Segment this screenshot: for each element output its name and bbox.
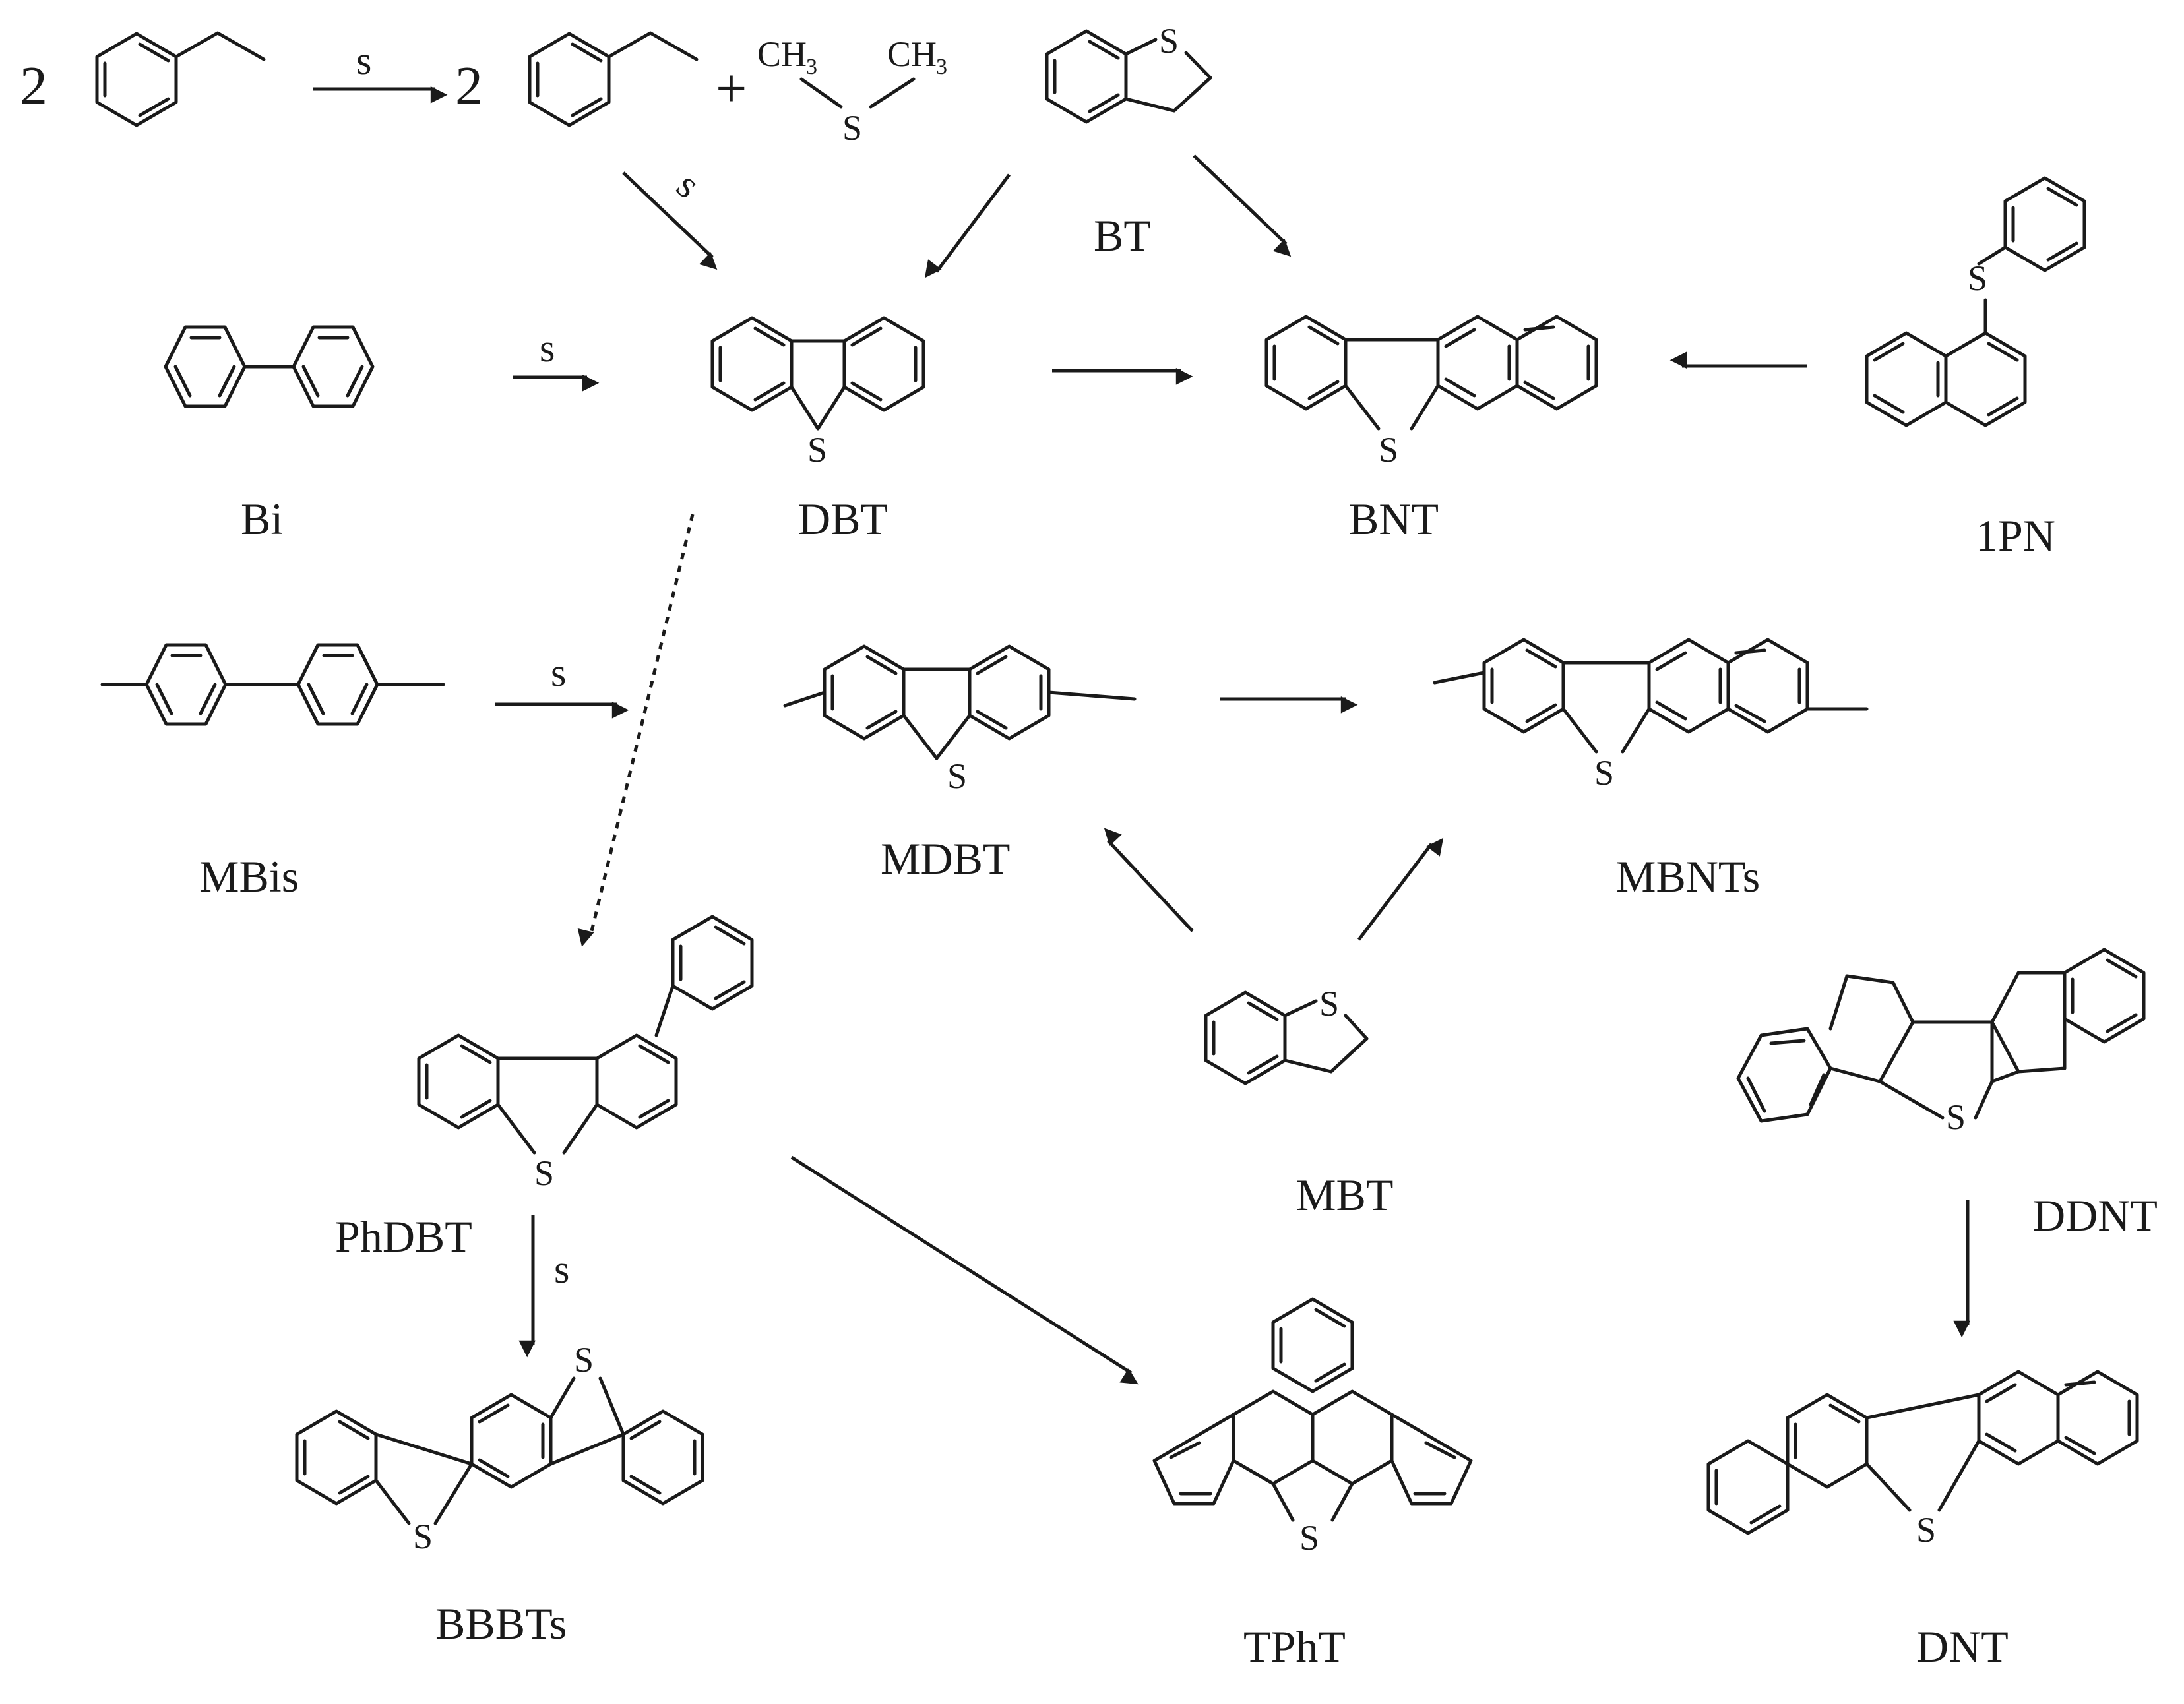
MBNTs-structure: S xyxy=(1433,638,1869,793)
dimethyl-sulfide: CH 3 CH 3 S xyxy=(757,34,947,148)
svg-text:S: S xyxy=(1946,1097,1966,1137)
svg-text:S: S xyxy=(534,1153,554,1193)
label-BT: BT xyxy=(1094,210,1151,260)
svg-text:S: S xyxy=(574,1340,594,1380)
label-MDBT: MDBT xyxy=(881,834,1010,884)
MBis-structure xyxy=(100,643,445,726)
label-Bi: Bi xyxy=(241,494,283,544)
ethylbenzene-right xyxy=(528,31,699,127)
reagent-s-1: s xyxy=(356,39,371,82)
MBT-structure: S xyxy=(1204,984,1369,1085)
MDBT-structure: S xyxy=(783,644,1137,796)
label-MBNTs: MBNTs xyxy=(1616,851,1760,901)
arrow-MBT-to-MDBT xyxy=(1104,828,1194,932)
DNT-structure: S xyxy=(1706,1370,2139,1550)
arrow-MBT-to-MBNTs xyxy=(1357,837,1444,941)
svg-text:S: S xyxy=(1319,984,1339,1023)
ethylbenzene-left xyxy=(95,31,266,127)
PhDBT-structure: S xyxy=(417,915,754,1193)
svg-text:3: 3 xyxy=(936,55,947,79)
arrow-s-to-DBT xyxy=(622,171,718,270)
label-TPhT: TPhT xyxy=(1243,1622,1346,1672)
DDNT-structure: S xyxy=(1736,948,2146,1137)
svg-text:S: S xyxy=(1379,430,1398,470)
svg-text:CH: CH xyxy=(757,34,807,74)
label-BNT: BNT xyxy=(1349,494,1439,544)
TPhT-structure: S xyxy=(1152,1297,1473,1558)
1PN-structure: S xyxy=(1865,176,2086,427)
BNT-structure: S xyxy=(1264,315,1598,470)
label-BBBTs: BBBTs xyxy=(435,1598,567,1649)
reagent-s-3: s xyxy=(551,651,566,694)
svg-text:S: S xyxy=(807,430,827,470)
svg-text:CH: CH xyxy=(887,34,937,74)
label-MBT: MBT xyxy=(1296,1170,1393,1220)
svg-text:S: S xyxy=(842,108,862,148)
arrow-BT-to-BNT xyxy=(1193,154,1292,257)
DBT-structure: S xyxy=(710,316,925,470)
reagent-s-diag: s xyxy=(669,163,708,206)
svg-text:S: S xyxy=(1594,753,1614,793)
svg-text:S: S xyxy=(413,1517,433,1556)
dotted-arrow-DBT-to-PhDBT xyxy=(577,514,695,947)
arrow-PhDBT-to-TPhT xyxy=(790,1155,1139,1385)
label-PhDBT: PhDBT xyxy=(335,1211,472,1262)
BT-structure: S xyxy=(1045,21,1212,124)
label-DBT: DBT xyxy=(798,494,888,544)
BBBTs-structure: S S xyxy=(295,1340,704,1556)
label-DNT: DNT xyxy=(1916,1622,2009,1672)
plus-sign: + xyxy=(716,58,747,119)
label-MBis: MBis xyxy=(199,851,299,901)
svg-text:S: S xyxy=(1159,21,1179,61)
svg-text:S: S xyxy=(1916,1510,1936,1550)
label-DDNT: DDNT xyxy=(2033,1190,2158,1240)
reagent-s-2: s xyxy=(540,326,555,370)
svg-text:S: S xyxy=(1299,1518,1319,1558)
coefficient-2-left: 2 xyxy=(20,55,47,117)
svg-text:S: S xyxy=(1968,259,1987,298)
arrow-BT-to-DBT xyxy=(924,173,1011,278)
label-1PN: 1PN xyxy=(1976,510,2055,561)
svg-text:3: 3 xyxy=(806,55,817,79)
Bi-structure xyxy=(164,325,375,408)
reagent-s-4: s xyxy=(554,1248,569,1291)
coefficient-2-right: 2 xyxy=(455,55,483,117)
svg-text:S: S xyxy=(947,756,967,796)
